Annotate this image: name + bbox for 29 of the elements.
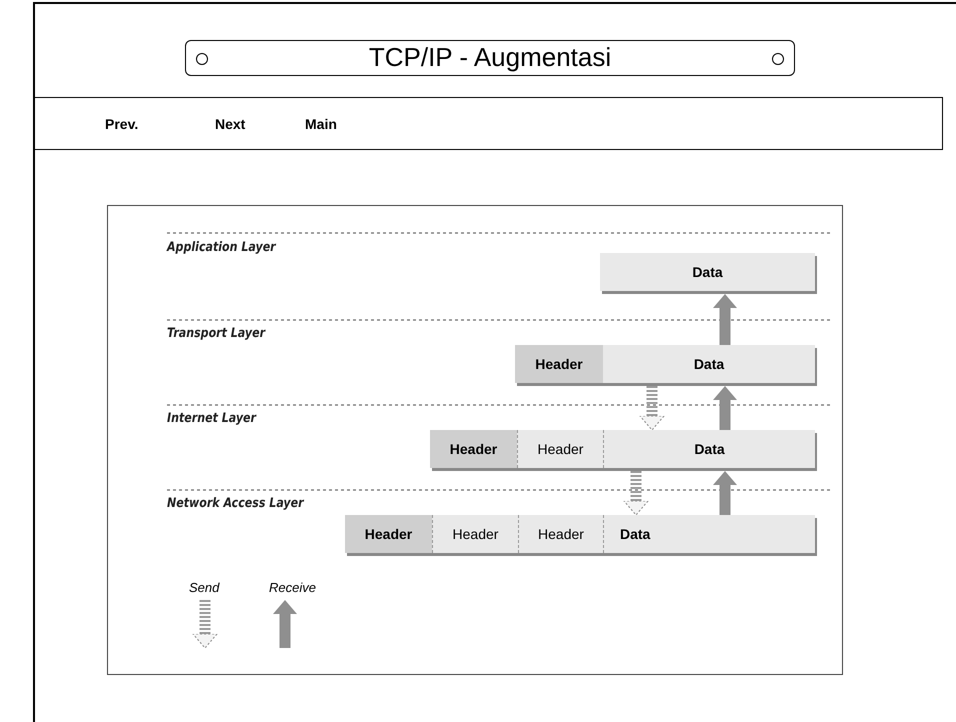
packet-box bbox=[345, 515, 815, 553]
packet-header-label: Header bbox=[517, 430, 603, 468]
packet-header-label: Header bbox=[515, 345, 603, 383]
layer-name: Transport Layer bbox=[167, 326, 266, 341]
legend-label: Send bbox=[189, 580, 220, 595]
packet-header-label: Header bbox=[430, 430, 517, 468]
packet-box bbox=[515, 345, 815, 383]
layer-name: Network Access Layer bbox=[167, 496, 304, 511]
title-text: TCP/IP - Augmentasi bbox=[368, 42, 612, 73]
packet-data-label: Data bbox=[603, 515, 815, 553]
packet-header-label: Header bbox=[518, 515, 603, 553]
send-arrow bbox=[624, 471, 648, 516]
receive-arrow bbox=[713, 471, 737, 515]
legend-label: Receive bbox=[269, 580, 316, 595]
packet-data-label: Data bbox=[691, 263, 724, 282]
packet-box bbox=[430, 430, 815, 468]
packet-header-label: Header bbox=[345, 515, 432, 553]
receive-arrow bbox=[713, 386, 737, 430]
layer-name: Internet Layer bbox=[167, 411, 256, 426]
layer-name: Application Layer bbox=[167, 240, 276, 255]
send-arrow bbox=[640, 386, 664, 430]
packet-header-label: Header bbox=[432, 515, 518, 553]
receive-arrow bbox=[713, 294, 737, 345]
packet-box bbox=[600, 253, 815, 291]
nav-link: Main bbox=[305, 116, 337, 132]
nav-link: Next bbox=[215, 116, 246, 132]
nav-link: Prev. bbox=[105, 116, 138, 132]
packet-data-label: Data bbox=[692, 355, 726, 374]
packet-data-label: Data bbox=[603, 430, 815, 468]
